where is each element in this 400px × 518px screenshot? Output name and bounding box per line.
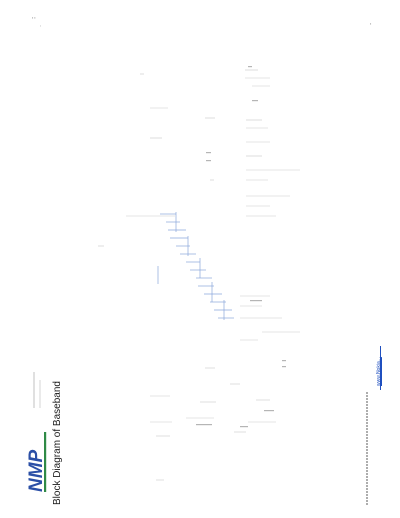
link-rule <box>380 346 381 390</box>
company-address-line <box>30 372 38 409</box>
website-link[interactable]: www.Nokia... <box>376 357 382 386</box>
diagram-gray-lines <box>98 69 300 481</box>
legal-notice-text <box>366 392 368 506</box>
corner-mark-top-right: ▪ <box>370 22 372 26</box>
diagram-blue-signal-lines <box>157 212 234 320</box>
diagram-small-marks <box>196 66 286 428</box>
nmp-logo: NMP <box>26 432 47 492</box>
corner-mark-top-left: ▪ ▪ <box>32 16 36 20</box>
corner-mark-top-left-2: ▫ <box>40 24 42 28</box>
page-title: Block Diagram of Baseband <box>52 381 63 505</box>
svg-text:NMP: NMP <box>26 449 47 492</box>
company-address-line <box>36 380 44 409</box>
